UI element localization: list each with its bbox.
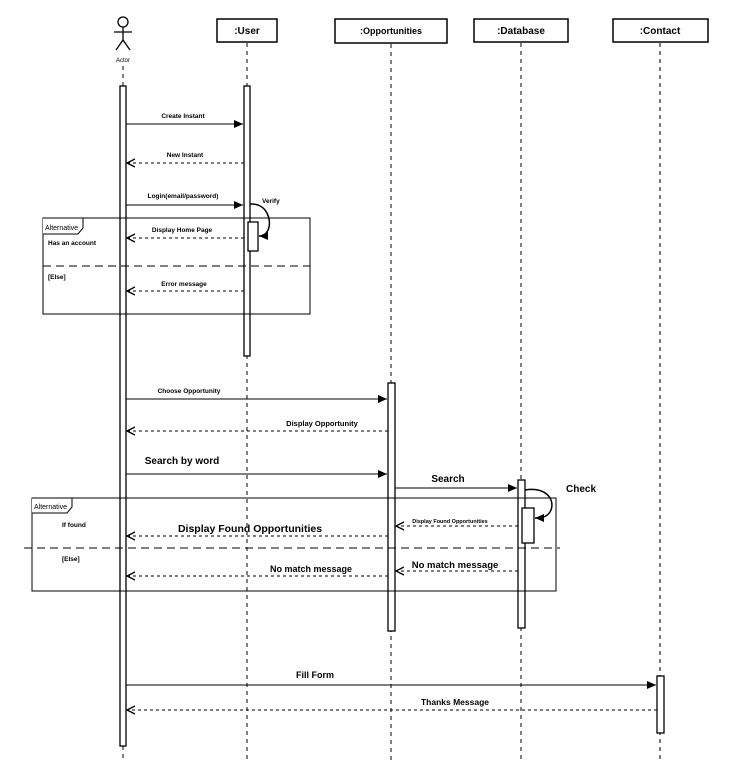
message-label: Login(email/password) — [148, 193, 219, 200]
message-search: Search — [395, 474, 517, 492]
message-label: Verify — [262, 198, 280, 205]
activation-user — [243, 85, 251, 357]
message-label: Search by word — [145, 456, 219, 467]
participant-label: :User — [234, 26, 260, 37]
activation-actor — [119, 85, 127, 747]
message-label: No match message — [270, 564, 352, 574]
message-label: Create Instant — [161, 113, 205, 120]
participant-label: :Database — [497, 26, 545, 37]
message-label: Display Found Opportunities — [412, 519, 487, 525]
fragment-guard: [Else] — [48, 274, 66, 281]
activation-contact — [656, 675, 665, 734]
message-verify: Verify — [249, 198, 280, 240]
message-error: Error message — [127, 281, 244, 291]
message-thanks: Thanks Message — [127, 697, 657, 710]
actor: Actor — [114, 16, 132, 64]
activation-database — [517, 479, 526, 629]
message-label: Thanks Message — [421, 697, 489, 707]
message-fill-form: Fill Form — [126, 670, 656, 689]
message-label: Display Found Opportunities — [178, 523, 322, 535]
message-label: Display Home Page — [152, 227, 213, 234]
message-no-match: No match message — [127, 564, 388, 576]
message-create-instant: Create Instant — [126, 113, 243, 128]
participant-user: :User — [216, 18, 278, 43]
alt-fragment-login: Alternative Has an account [Else] — [42, 217, 311, 315]
alt-fragment-search: Alternative If found [Else] — [24, 497, 560, 592]
message-display-found-db: Display Found Opportunities — [396, 519, 518, 526]
message-new-instant: New Instant — [127, 152, 244, 163]
fragment-guard: [Else] — [62, 556, 80, 563]
actor-icon — [114, 16, 132, 51]
participant-contact: :Contact — [612, 18, 709, 43]
message-display-opportunity: Display Opportunity — [127, 419, 388, 431]
message-label: No match message — [412, 560, 499, 571]
fragment-guard: If found — [62, 522, 86, 529]
participant-database: :Database — [473, 18, 569, 43]
participant-opportunities: :Opportunities — [334, 18, 448, 44]
message-label: Check — [566, 484, 596, 495]
fragment-label: Alternative — [45, 225, 78, 232]
activation-user-verify — [247, 221, 259, 252]
message-label: Display Opportunity — [286, 419, 359, 428]
message-label: Search — [431, 474, 464, 485]
fragment-label: Alternative — [34, 504, 67, 511]
message-label: Choose Opportunity — [158, 388, 221, 395]
message-check: Check — [524, 484, 596, 522]
message-display-home: Display Home Page — [127, 227, 244, 238]
message-choose-opportunity: Choose Opportunity — [126, 388, 387, 403]
participant-label: :Opportunities — [360, 26, 422, 36]
message-login: Login(email/password) — [126, 193, 243, 209]
message-label: Fill Form — [296, 670, 334, 680]
actor-label: Actor — [116, 58, 130, 64]
message-label: Error message — [161, 281, 207, 288]
activation-opportunities — [387, 382, 396, 632]
message-search-by-word: Search by word — [126, 456, 387, 478]
message-display-found: Display Found Opportunities — [127, 523, 388, 536]
message-no-match-db: No match message — [396, 560, 518, 571]
activation-database-check — [521, 507, 535, 544]
fragment-guard: Has an account — [48, 240, 97, 247]
participant-label: :Contact — [640, 26, 681, 37]
message-label: New Instant — [167, 152, 204, 159]
